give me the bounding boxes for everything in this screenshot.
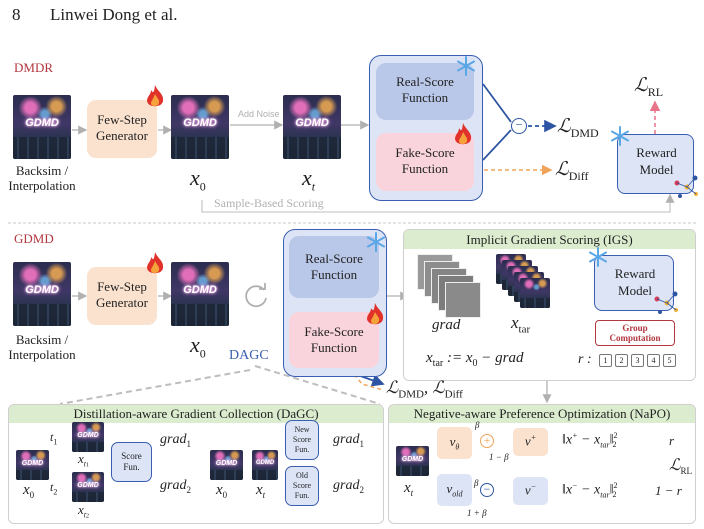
flame-icon <box>367 303 384 325</box>
dmdr-xt-image: GDMD <box>283 95 341 159</box>
running-head-authors: Linwei Dong et al. <box>50 5 178 24</box>
refresh-icon <box>245 283 267 308</box>
rank-box: 1 <box>599 354 612 367</box>
rank-box: 3 <box>631 354 644 367</box>
dmdr-loss-dmd: ℒDMD <box>557 116 599 140</box>
beta-mid: β <box>474 478 479 488</box>
dagc-label: DAGC <box>229 348 269 363</box>
plus-node: + <box>480 434 494 448</box>
rank-box: 4 <box>647 354 660 367</box>
gdmd-input-image: GDMD <box>13 262 71 326</box>
snowflake-icon <box>367 232 385 252</box>
dagc-grad2b: grad2 <box>333 478 364 495</box>
dmdr-x0-label: x0 <box>190 165 206 194</box>
beta-top: β <box>475 420 480 430</box>
dmdr-minus-node: − <box>511 118 527 134</box>
xtar-formula: xtar := x0 − grad <box>426 350 524 369</box>
arrow-sample-based-scoring <box>201 193 675 213</box>
t2-label: t2 <box>50 480 58 497</box>
napo-loss-rl: ℒRL <box>669 457 693 477</box>
napo-xt-label: xt <box>404 480 414 498</box>
dagc-grad1b: grad1 <box>333 432 364 449</box>
dagc-grad2: grad2 <box>160 478 191 495</box>
v-theta-box: vθ <box>437 427 472 459</box>
minus-node: − <box>480 483 494 497</box>
one-minus-beta: 1 − β <box>489 452 509 462</box>
napo-title: Negative-aware Preference Optimization (… <box>389 405 695 423</box>
sparkle-icon <box>654 291 678 314</box>
dagc-xt-image: GDMD <box>252 450 278 480</box>
one-plus-beta: 1 + β <box>467 508 487 518</box>
flame-icon <box>455 123 472 145</box>
rank-label: r : <box>578 352 592 367</box>
gdmd-loss-label: ℒDMD, ℒDiff <box>386 378 463 401</box>
igs-title: Implicit Gradient Scoring (IGS) <box>404 230 695 249</box>
dagc-x0-label: x0 <box>23 482 35 500</box>
dmdr-input-caption: Backsim /Interpolation <box>8 163 76 193</box>
dmdr-loss-rl: ℒRL <box>634 75 664 99</box>
xt1-label: xt1 <box>78 451 90 469</box>
gdmd-input-caption: Backsim /Interpolation <box>8 332 76 362</box>
r-minus: 1 − r <box>655 483 682 498</box>
xtar-label: xtar <box>511 313 531 336</box>
dagc-grad1: grad1 <box>160 432 191 449</box>
v-old-box: vold <box>437 474 472 506</box>
xt2-label: xt2 <box>78 502 90 520</box>
gdmd-x0-image: GDMD <box>171 262 229 326</box>
add-noise-label: Add Noise <box>238 109 280 119</box>
dmdr-x0-image: GDMD <box>171 95 229 159</box>
sparkle-icon <box>674 175 698 198</box>
r-plus: r <box>669 433 675 448</box>
dagc-x0b-label: x0 <box>216 482 228 500</box>
dagc-title: Distillation-aware Gradient Collection (… <box>9 405 383 423</box>
sample-based-scoring-label: Sample-Based Scoring <box>214 196 324 210</box>
dagc-xt-label: xt <box>256 482 266 500</box>
rank-box: 5 <box>663 354 676 367</box>
xtar-image <box>520 278 550 308</box>
rank-box: 2 <box>615 354 628 367</box>
gdmd-label: GDMD <box>14 231 54 246</box>
dagc-x0-image: GDMD <box>16 450 49 480</box>
rank-boxes: 1 2 3 4 5 <box>599 354 676 368</box>
flame-icon <box>147 85 164 107</box>
dmdr-input-image: GDMD <box>13 95 71 159</box>
dagc-panel: Distillation-aware Gradient Collection (… <box>8 404 384 524</box>
grad-noise-tile <box>445 282 481 318</box>
dmdr-xt-label: xt <box>302 165 316 194</box>
dmdr-loss-diff: ℒDiff <box>555 159 589 183</box>
norm-minus: ‖x− − xtar‖22 <box>562 481 618 500</box>
napo-panel: Negative-aware Preference Optimization (… <box>388 404 696 524</box>
dagc-x0b-image: GDMD <box>210 450 243 480</box>
grad-label: grad <box>432 317 461 333</box>
flame-icon <box>147 252 164 274</box>
page-number: 8 <box>12 5 21 24</box>
norm-plus: ‖x+ − xtar‖22 <box>562 431 618 450</box>
snowflake-icon <box>457 56 475 76</box>
napo-xt-image: GDMD <box>396 446 429 476</box>
t1-label: t1 <box>50 430 58 447</box>
snowflake-icon <box>611 126 629 146</box>
dagc-xt2-image: GDMD <box>72 472 104 502</box>
v-plus-box: v+ <box>513 428 548 456</box>
gdmd-x0-label: x0 <box>190 332 206 361</box>
dagc-xt1-image: GDMD <box>72 422 104 452</box>
v-minus-box: v− <box>513 477 548 505</box>
snowflake-icon <box>589 247 607 267</box>
dmdr-label: DMDR <box>14 60 54 75</box>
